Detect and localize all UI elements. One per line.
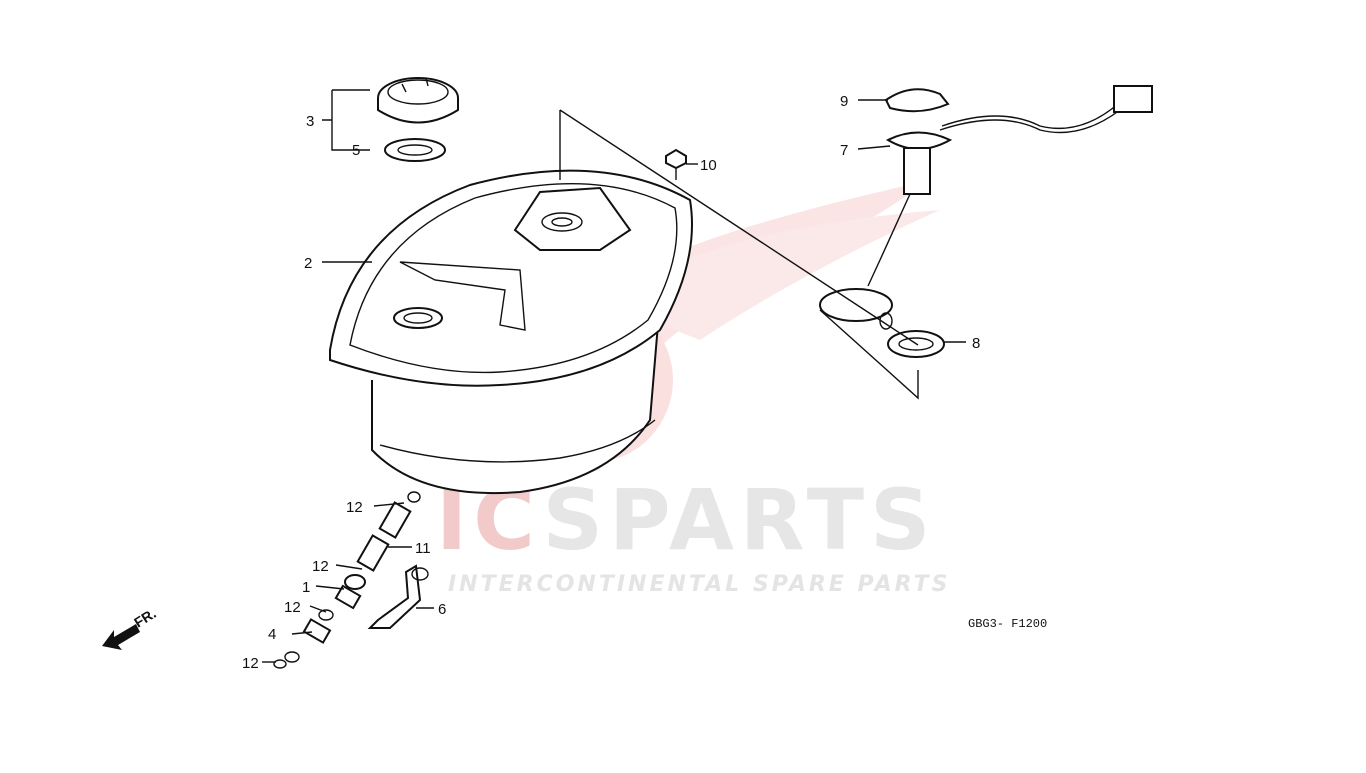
callout-9: 9: [840, 93, 848, 110]
fuel-tank-part[interactable]: [329, 169, 693, 495]
callout-11: 11: [415, 540, 431, 557]
cap-gasket-part[interactable]: [384, 138, 446, 162]
callout-12: 12: [312, 558, 329, 575]
callout-3: 3: [306, 113, 314, 130]
callout-1: 1: [302, 579, 310, 596]
fuel-cap-part[interactable]: [377, 77, 459, 124]
callout-7: 7: [840, 142, 848, 159]
callout-2: 2: [304, 255, 312, 272]
fuel-tap-assembly[interactable]: [273, 491, 429, 669]
bolt-part[interactable]: [665, 148, 687, 180]
callout-12: 12: [284, 599, 301, 616]
callout-5: 5: [352, 142, 360, 159]
callout-12: 12: [346, 499, 363, 516]
front-direction-arrow-icon: [102, 624, 140, 650]
callout-8: 8: [972, 335, 980, 352]
callout-10: 10: [700, 157, 717, 174]
callout-4: 4: [268, 626, 276, 643]
callout-12: 12: [242, 655, 259, 672]
fuel-unit-part[interactable]: [819, 85, 1153, 330]
callout-6: 6: [438, 601, 446, 618]
diagram-code: GBG3- F1200: [968, 617, 1047, 631]
